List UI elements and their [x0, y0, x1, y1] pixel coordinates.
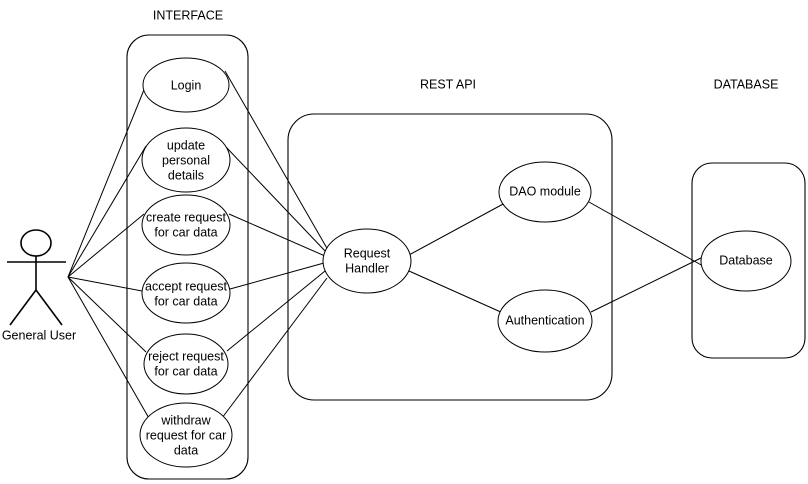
connectors-request-handler-to-modules: [408, 202, 506, 314]
use-case-withdraw-request-label-line-3: data: [174, 443, 198, 457]
use-case-authentication-ellipse: [497, 289, 593, 353]
use-case-authentication[interactable]: Authentication: [497, 289, 593, 353]
group-title-database: DATABASE: [714, 77, 779, 91]
use-case-reject-request-label-line-1: reject request: [148, 349, 224, 363]
edge-login-request-handler: [224, 70, 329, 251]
use-case-update-personal-details-label-line-2: personal: [162, 153, 210, 167]
use-case-dao-module-ellipse: [498, 161, 592, 223]
use-case-accept-request-label-line-1: accept request: [145, 279, 228, 293]
edge-general-user-create-request: [67, 213, 145, 278]
use-case-reject-request-label-line-2: for car data: [154, 364, 217, 378]
use-case-create-request-ellipse: [141, 194, 231, 256]
edge-accept-request-request-handler: [229, 262, 325, 290]
edge-request-handler-dao-module: [408, 202, 506, 256]
use-case-request-handler-label-line-1: Request: [344, 246, 391, 260]
use-case-request-handler-label-line-2: Handler: [345, 261, 389, 275]
use-case-create-request-label-line-1: create request: [146, 210, 226, 224]
use-case-database-label: Database: [719, 253, 773, 267]
use-case-login-ellipse: [142, 57, 230, 113]
use-case-withdraw-request-label-line-2: request for car: [146, 428, 227, 442]
edge-update-personal-details-request-handler: [225, 146, 328, 254]
use-case-reject-request[interactable]: reject request for car data: [143, 333, 229, 395]
edge-reject-request-request-handler: [226, 270, 326, 352]
use-case-login-label: Login: [171, 78, 202, 92]
use-case-authentication-label: Authentication: [505, 313, 584, 327]
connectors-actor-to-interface: [67, 69, 153, 421]
edge-general-user-withdraw-request: [67, 276, 151, 421]
use-case-request-handler-ellipse: [322, 228, 412, 294]
connectors-interface-to-request-handler: [221, 70, 329, 419]
use-case-database[interactable]: Database: [700, 230, 792, 292]
use-case-accept-request-ellipse: [141, 262, 231, 324]
actor-left-leg-line: [9, 289, 37, 326]
use-case-update-personal-details[interactable]: update personal details: [141, 127, 231, 193]
edge-authentication-database: [590, 256, 704, 313]
use-case-withdraw-request[interactable]: withdraw request for car data: [139, 402, 233, 468]
use-case-accept-request-label-line-2: for car data: [154, 294, 217, 308]
connectors-modules-to-database: [588, 201, 704, 313]
use-case-withdraw-request-label-line-1: withdraw: [160, 413, 211, 427]
edge-general-user-login: [67, 69, 153, 278]
edge-request-handler-authentication: [408, 270, 504, 314]
use-case-create-request[interactable]: create request for car data: [141, 194, 231, 256]
edge-general-user-update-personal-details: [67, 145, 147, 278]
actor-head-icon: [20, 229, 52, 257]
edge-general-user-reject-request: [67, 276, 147, 353]
use-case-withdraw-request-ellipse: [139, 402, 233, 468]
group-title-rest-api: REST API: [420, 77, 476, 91]
use-case-database-ellipse: [700, 230, 792, 292]
edge-withdraw-request-request-handler: [221, 277, 328, 419]
use-case-login[interactable]: Login: [142, 57, 230, 113]
use-case-create-request-label-line-2: for car data: [154, 225, 217, 239]
actor-general-user[interactable]: General User: [2, 229, 76, 342]
use-case-update-personal-details-label-line-1: update: [167, 138, 205, 152]
edge-dao-module-database: [588, 201, 704, 267]
use-case-reject-request-ellipse: [143, 333, 229, 395]
edge-create-request-request-handler: [228, 213, 326, 257]
use-case-update-personal-details-ellipse: [141, 127, 231, 193]
actor-label-general-user: General User: [2, 328, 76, 342]
actor-right-leg-line: [35, 289, 63, 326]
use-case-dao-module-label: DAO module: [509, 184, 581, 198]
group-title-interface: INTERFACE: [153, 8, 223, 22]
use-case-request-handler[interactable]: Request Handler: [322, 228, 412, 294]
use-case-accept-request[interactable]: accept request for car data: [141, 262, 231, 324]
use-case-dao-module[interactable]: DAO module: [498, 161, 592, 223]
edge-general-user-accept-request: [67, 276, 143, 292]
use-case-update-personal-details-label-line-3: details: [168, 168, 204, 182]
